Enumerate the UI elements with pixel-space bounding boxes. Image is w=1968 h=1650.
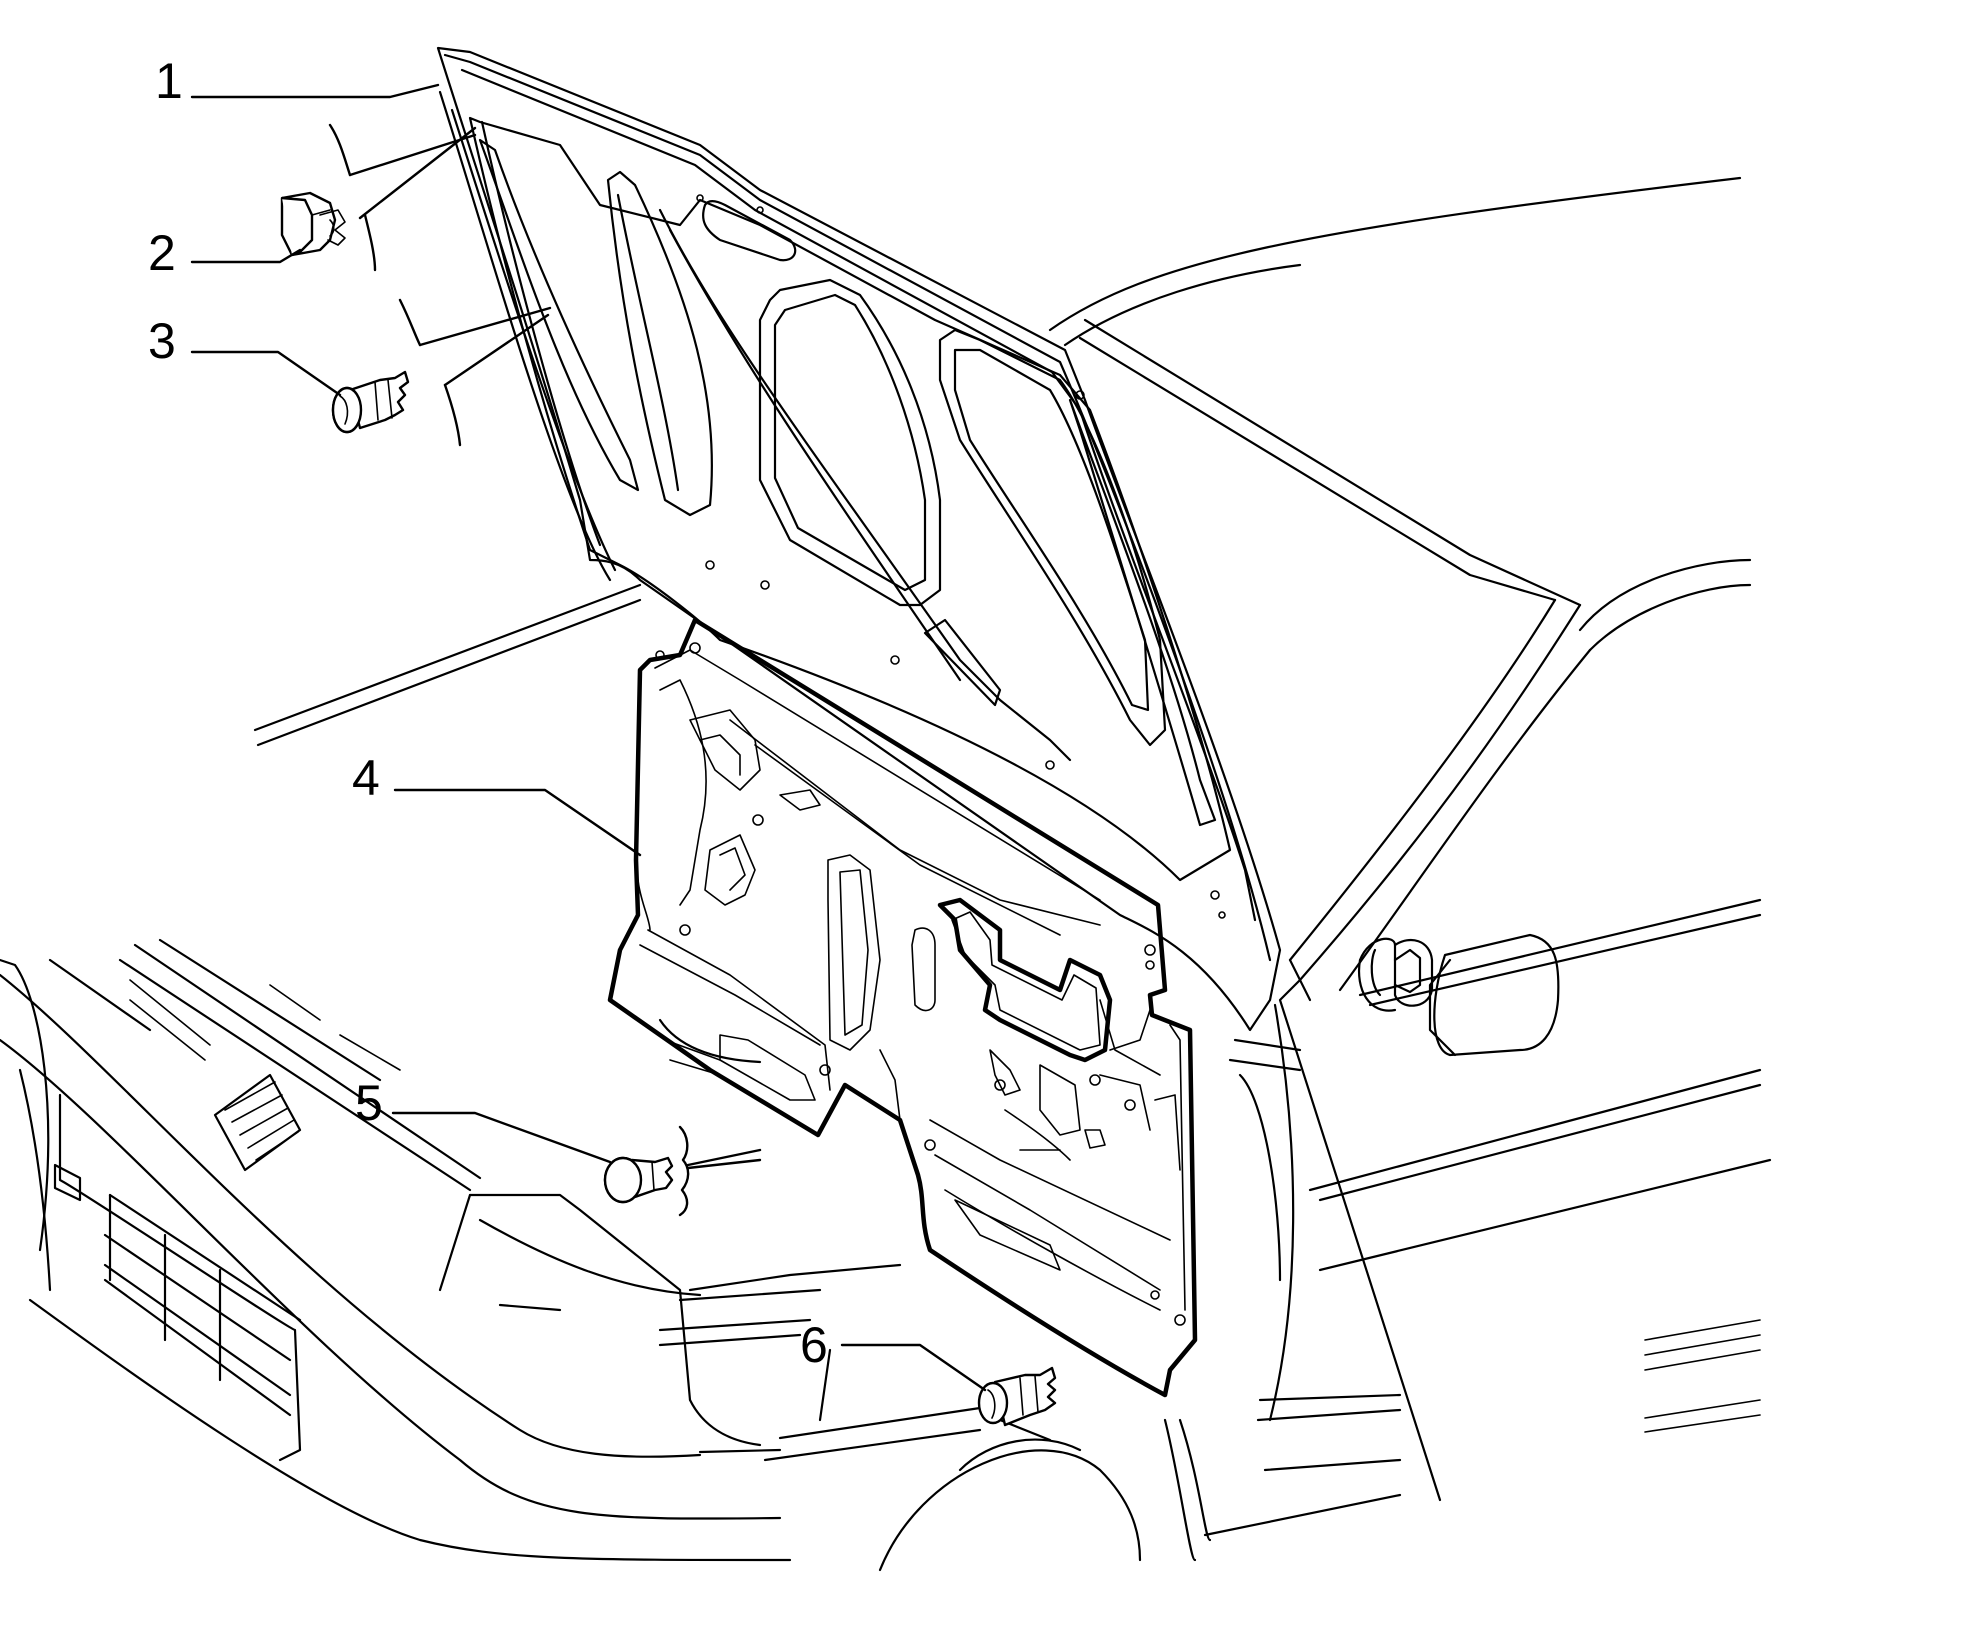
callout-3: 3	[148, 313, 176, 369]
group-brackets	[328, 123, 690, 1217]
leader-line-2	[190, 248, 302, 264]
callout-1: 1	[155, 53, 183, 109]
hood-panel	[436, 46, 1282, 1032]
rubber-buffer	[280, 191, 346, 257]
leader-line-6	[840, 1343, 987, 1392]
engine-bay-outline	[0, 583, 1302, 1562]
callout-5: 5	[355, 1075, 383, 1131]
leader-line-5	[391, 1111, 612, 1164]
car-body-outline	[878, 176, 1772, 1572]
leader-line-3	[190, 350, 342, 397]
callout-6: 6	[800, 1317, 828, 1373]
hood-insulation-pad	[607, 617, 1198, 1398]
push-clip-part-5	[603, 1156, 674, 1204]
callout-4: 4	[352, 750, 380, 806]
leader-line-1	[190, 83, 440, 99]
screw-part-6	[977, 1366, 1057, 1427]
screw-part-3	[331, 370, 410, 434]
callout-numbers: 1 2 3 4 5 6	[148, 53, 828, 1373]
leader-line-4	[393, 788, 642, 857]
leader-lines	[190, 83, 987, 1392]
callout-2: 2	[148, 225, 176, 281]
